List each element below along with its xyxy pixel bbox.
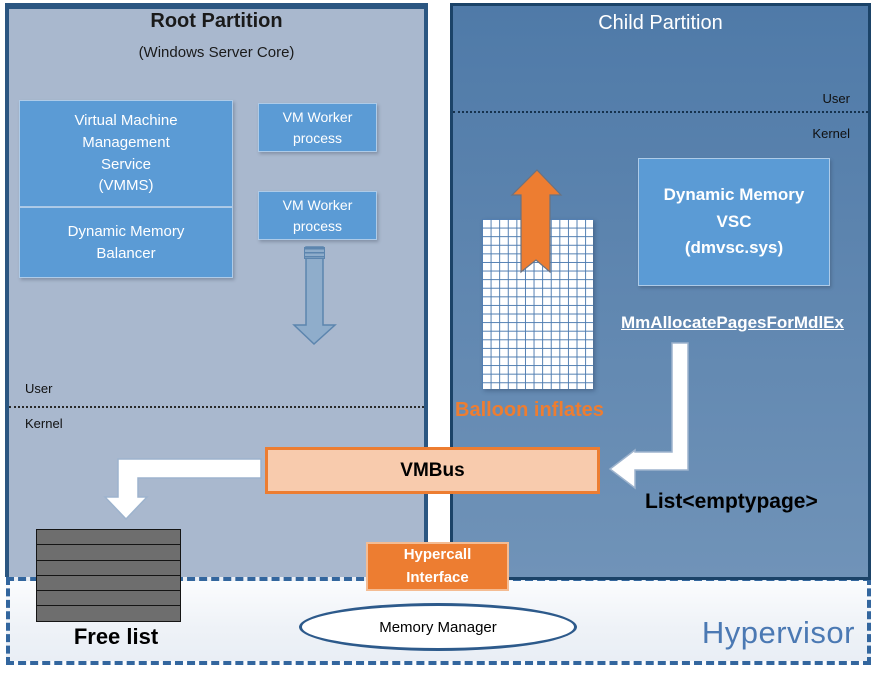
root-kernel-label: Kernel xyxy=(25,416,63,431)
child-partition-title: Child Partition xyxy=(598,12,723,34)
free-list-bar xyxy=(36,559,181,577)
vm-worker-process-box-2: VM Worker process xyxy=(258,191,377,240)
child-kernel-label: Kernel xyxy=(812,126,850,141)
root-user-kernel-divider xyxy=(9,406,424,408)
root-partition-title: Root Partition xyxy=(150,10,283,32)
balloon-memory-grid xyxy=(482,219,593,389)
child-user-kernel-divider xyxy=(453,111,868,113)
mm-allocate-pages-label: MmAllocatePagesForMdlEx xyxy=(621,313,844,332)
dynamic-memory-balancer-box: Dynamic Memory Balancer xyxy=(19,207,233,278)
vm-worker-arrow-collar xyxy=(304,247,325,259)
hypercall-interface-box: Hypercall Interface xyxy=(366,542,509,591)
free-list-stack xyxy=(36,529,181,622)
free-list-bar xyxy=(36,590,181,607)
list-emptypage-label: List<emptypage> xyxy=(645,490,818,513)
vmbus-box: VMBus xyxy=(265,447,600,494)
balloon-inflates-label: Balloon inflates xyxy=(455,399,604,421)
free-list-label: Free list xyxy=(73,624,159,649)
free-list-bar xyxy=(36,529,181,546)
free-list-bar xyxy=(36,544,181,561)
free-list-bar xyxy=(36,605,181,622)
vm-worker-process-box-1: VM Worker process xyxy=(258,103,377,152)
free-list-bar xyxy=(36,574,181,592)
child-user-label: User xyxy=(822,91,850,106)
memory-manager-ellipse: Memory Manager xyxy=(299,603,577,651)
dmvsc-box: Dynamic Memory VSC (dmvsc.sys) xyxy=(638,158,830,286)
hypervisor-label: Hypervisor xyxy=(701,615,855,650)
root-user-label: User xyxy=(25,381,53,396)
root-partition-subtitle: (Windows Server Core) xyxy=(138,44,295,61)
vmms-box: Virtual Machine Management Service (VMMS… xyxy=(19,100,233,207)
